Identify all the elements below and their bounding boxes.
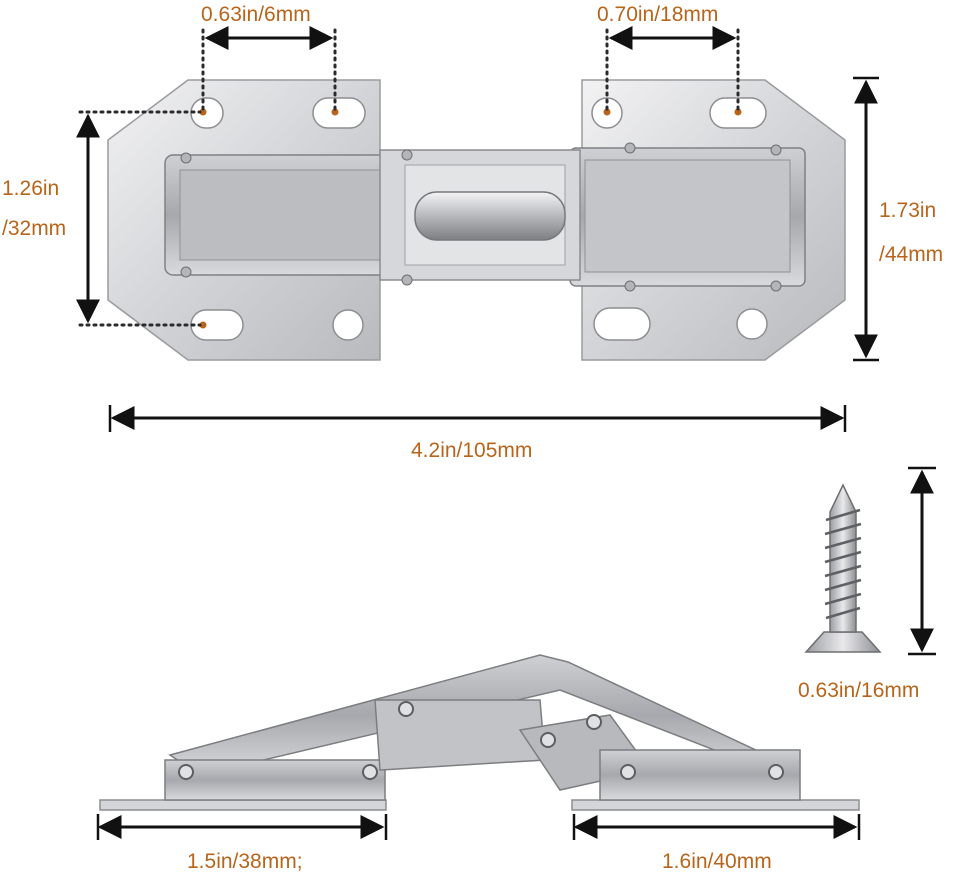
screw [804, 466, 936, 656]
screw-threads [824, 508, 862, 620]
guide-lines [78, 28, 740, 327]
right-plate-holes [591, 97, 768, 341]
hole-spacing-right-label: 0.70in/18mm [597, 3, 719, 26]
rivets [180, 142, 782, 292]
overall-height-label-line1: 1.73in [879, 199, 937, 222]
plate-hole-span-label-line1: 1.26in [2, 177, 60, 200]
left-plate-holes [190, 97, 366, 341]
overall-length-label: 4.2in/105mm [411, 439, 533, 462]
pivot-rivets [178, 701, 784, 780]
dimension-arrows [76, 25, 878, 430]
left-base-length-label: 1.5in/38mm; [187, 850, 303, 873]
right-hinge-block [599, 749, 801, 801]
right-base-plate [571, 799, 860, 811]
hinge-top-view [107, 79, 846, 361]
hole-center-markers [199, 108, 742, 329]
hole-spacing-left-label: 0.63in/6mm [201, 3, 311, 26]
plate-hole-span-label-line2: /32mm [2, 217, 67, 240]
right-base-length-label: 1.6in/40mm [662, 850, 772, 873]
overall-height-label-line2: /44mm [879, 243, 944, 266]
screw-head [804, 631, 882, 653]
spring-cylinder [414, 191, 566, 241]
hinge-side-view [96, 654, 861, 840]
dimension-end-ticks [108, 76, 879, 432]
left-hinge-block [164, 759, 386, 801]
left-base-plate [99, 799, 387, 811]
screw-length-label: 0.63in/16mm [798, 679, 920, 702]
